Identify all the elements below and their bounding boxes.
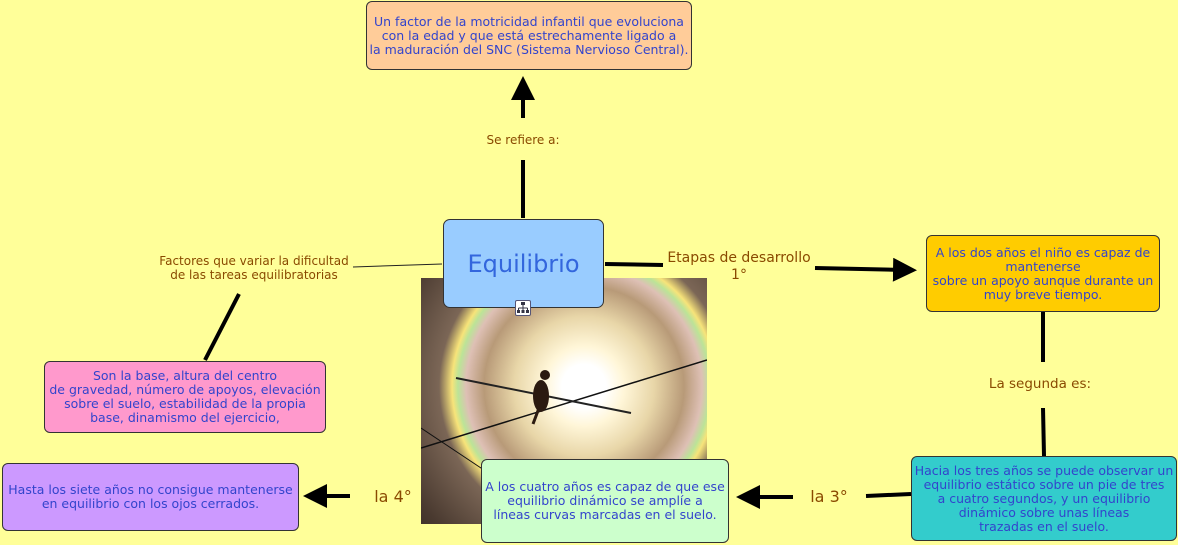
stage4-box[interactable]: Hasta los siete años no consigue mantene… <box>2 463 299 531</box>
stage4-text: Hasta los siete años no consigue mantene… <box>8 482 293 511</box>
stage1-text: A los dos años el niño es capaz de mante… <box>932 244 1154 302</box>
stage3-box[interactable]: A los cuatro años es capaz de que ese eq… <box>481 459 729 543</box>
connector-factors <box>352 263 443 268</box>
link-label-third: la 3° <box>810 487 848 506</box>
stage3-text: A los cuatro años es capaz de que ese eq… <box>485 479 725 522</box>
stage1-box[interactable]: A los dos años el niño es capaz de mante… <box>926 235 1160 312</box>
wire <box>421 359 707 449</box>
connector-factors-lower <box>203 293 241 361</box>
definition-box[interactable]: Un factor de la motricidad infantil que … <box>366 1 692 70</box>
central-node-equilibrio[interactable]: Equilibrio <box>443 219 604 308</box>
connector-third-right <box>865 492 912 498</box>
link-label-refers: Se refiere a: <box>486 133 560 147</box>
link-label-stages: Etapas de desarrollo 1° <box>667 250 811 283</box>
link-label-second: La segunda es: <box>988 376 1092 392</box>
tightrope-scene <box>421 359 707 489</box>
walker-body <box>533 380 549 412</box>
link-label-factors: Factores que variar la dificultad de las… <box>159 254 349 282</box>
central-node-label: Equilibrio <box>467 249 580 278</box>
factors-text: Son la base, altura del centro de graved… <box>49 368 321 425</box>
stage2-box[interactable]: Hacia los tres años se puede observar un… <box>911 456 1177 541</box>
definition-text: Un factor de la motricidad infantil que … <box>369 13 689 57</box>
walker-leg <box>531 407 541 425</box>
connector-stages-left <box>604 262 664 267</box>
connector-second-lower <box>1041 407 1046 457</box>
connector-stages-right <box>814 257 917 282</box>
stage2-text: Hacia los tres años se puede observar un… <box>914 462 1174 534</box>
concept-map-icon[interactable] <box>515 300 531 316</box>
factors-box[interactable]: Son la base, altura del centro de graved… <box>44 361 326 433</box>
link-label-fourth: la 4° <box>374 487 412 506</box>
walker-head <box>540 370 550 380</box>
